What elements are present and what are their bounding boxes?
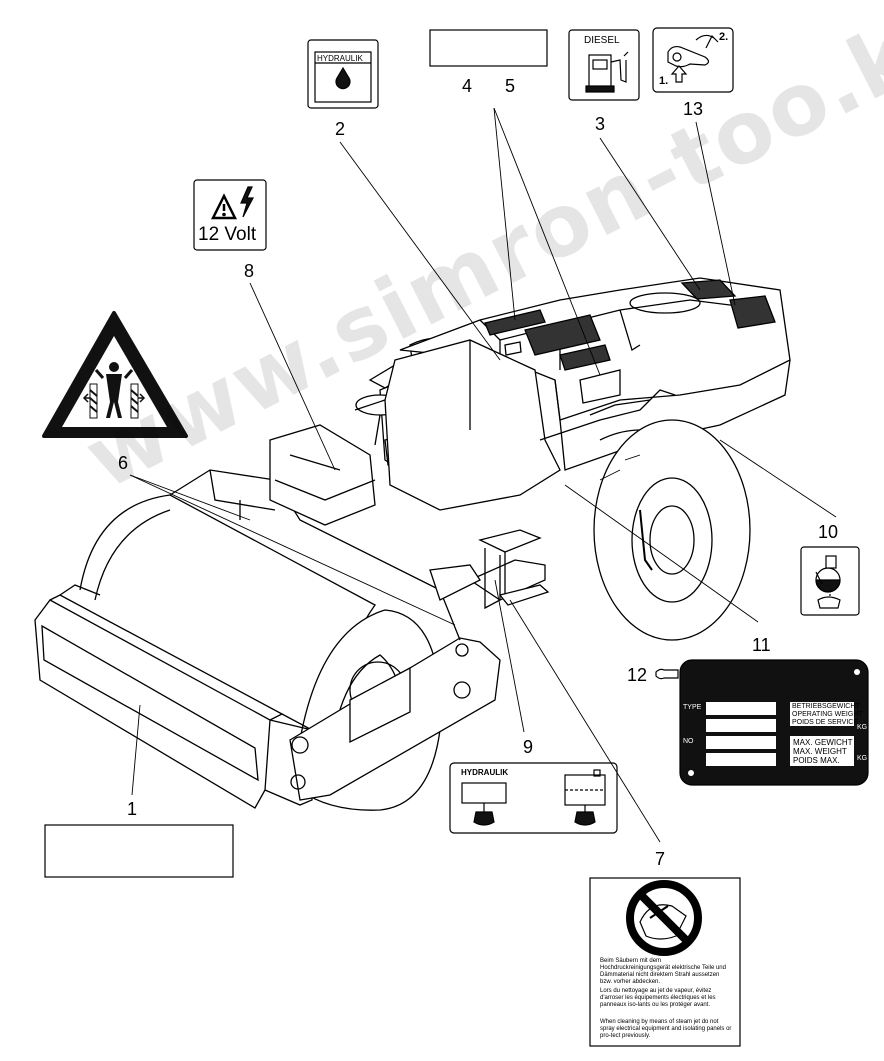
volt-label: 12 Volt: [198, 224, 257, 245]
callout-5: 5: [505, 76, 516, 96]
volt-decal-8: [193, 179, 267, 251]
callout-12: 12: [627, 665, 648, 685]
step-2-label: 2.: [719, 31, 729, 43]
decal-1: [44, 824, 234, 878]
no-spray-decal-7: [589, 877, 741, 1047]
hydraulik-label: HYDRAULIK: [317, 54, 363, 63]
callout-2: 2: [335, 119, 346, 139]
leader-lines: [129, 107, 837, 843]
crush-warning-sign: [42, 311, 188, 438]
callout-11: 11: [752, 635, 771, 655]
callout-8: 8: [244, 261, 255, 281]
plate-kg2: KG: [857, 755, 868, 762]
decal-4-5: [429, 29, 548, 67]
hydraulik9-label: HYDRAULIK: [461, 768, 509, 777]
step-1-label: 1.: [659, 75, 669, 87]
oil-decal-10: [800, 546, 860, 616]
plate-no: NO: [683, 738, 694, 745]
diesel-decal-3: [568, 29, 640, 101]
callout-4: 4: [462, 76, 473, 96]
plate-op-3: POIDS DE SERVICE: [792, 719, 859, 726]
callout-13: 13: [683, 99, 704, 119]
warning-text-de: Beim Säubern mit dem Hochdruckreinigungs…: [600, 958, 726, 985]
callout-3: 3: [595, 114, 606, 134]
callout-9: 9: [523, 737, 534, 757]
plate-op-2: OPERATING WEIGHT: [792, 711, 863, 718]
warning-text-en: When cleaning by means of steam jet do n…: [600, 1019, 732, 1039]
hydraulik-tank-decal-9: [449, 762, 618, 834]
plate-type: TYPE: [683, 704, 702, 711]
roller-body: [34, 277, 791, 811]
plate-kg1: KG: [857, 724, 868, 731]
plate-max-3: POIDS MAX.: [793, 756, 840, 765]
callout-7: 7: [655, 849, 666, 869]
plate-op-1: BETRIEBSGEWICHT: [792, 703, 860, 710]
callout-10: 10: [818, 522, 839, 542]
type-plate-12: [655, 659, 869, 786]
plate-max-2: MAX. WEIGHT: [793, 747, 847, 756]
lever-decal-13: [652, 27, 734, 93]
hydraulik-decal-2: [307, 39, 379, 109]
callout-1: 1: [127, 799, 138, 819]
plate-max-1: MAX. GEWICHT: [793, 738, 853, 747]
callout-6: 6: [118, 453, 129, 473]
warning-text-fr: Lors du nettoyage au jet de vapeur, évit…: [600, 988, 716, 1008]
diesel-label: DIESEL: [584, 35, 620, 46]
